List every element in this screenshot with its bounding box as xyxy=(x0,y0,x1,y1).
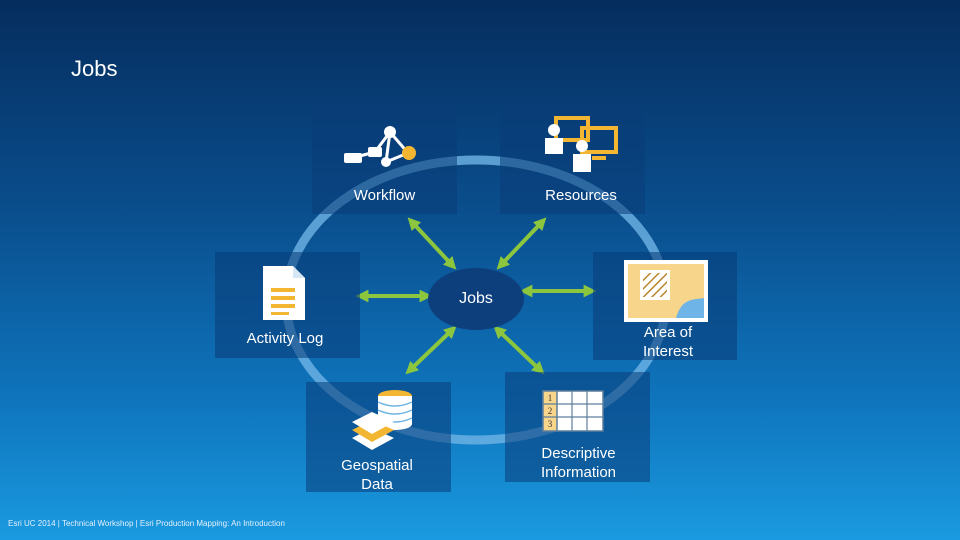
jobs-hub-label: Jobs xyxy=(459,290,493,307)
table-row-number: 1 xyxy=(548,393,553,403)
table-row-number: 2 xyxy=(548,406,553,416)
node-area-of-interest: Area of Interest xyxy=(593,252,737,360)
users-computers-icon xyxy=(545,116,618,172)
node-geospatial-data: Geospatial Data xyxy=(306,382,451,493)
table-row-number: 3 xyxy=(548,419,553,429)
arrow-workflow xyxy=(407,217,457,270)
node-activity-log: Activity Log xyxy=(215,252,360,358)
node-resources: Resources xyxy=(500,108,645,214)
descriptive-information-label-line1: Descriptive xyxy=(541,445,616,462)
resources-label: Resources xyxy=(545,187,617,204)
node-workflow: Workflow xyxy=(312,108,457,214)
workflow-icon xyxy=(344,126,416,167)
jobs-hub xyxy=(428,268,524,330)
arrow-resources xyxy=(496,217,547,270)
layers-database-icon xyxy=(352,390,413,450)
workflow-label: Workflow xyxy=(353,187,416,204)
arrow-descriptive-information xyxy=(493,325,545,375)
activity-log-label: Activity Log xyxy=(246,330,324,347)
document-icon xyxy=(263,266,305,320)
area-of-interest-label-line1: Area of xyxy=(643,324,693,341)
arrow-geospatial-data xyxy=(405,325,457,375)
geospatial-data-label-line1: Geospatial xyxy=(341,457,413,474)
footer-text: Esri UC 2014 | Technical Workshop | Esri… xyxy=(8,519,285,528)
geospatial-data-label-line2: Data xyxy=(361,476,393,493)
node-descriptive-information: 1 2 3 Descriptive Information xyxy=(505,372,650,482)
area-of-interest-label-line2: Interest xyxy=(642,343,694,360)
table-icon: 1 2 3 xyxy=(542,390,604,432)
map-area-icon xyxy=(624,260,708,322)
slide-title: Jobs xyxy=(71,56,118,81)
descriptive-information-label-line2: Information xyxy=(540,464,617,481)
